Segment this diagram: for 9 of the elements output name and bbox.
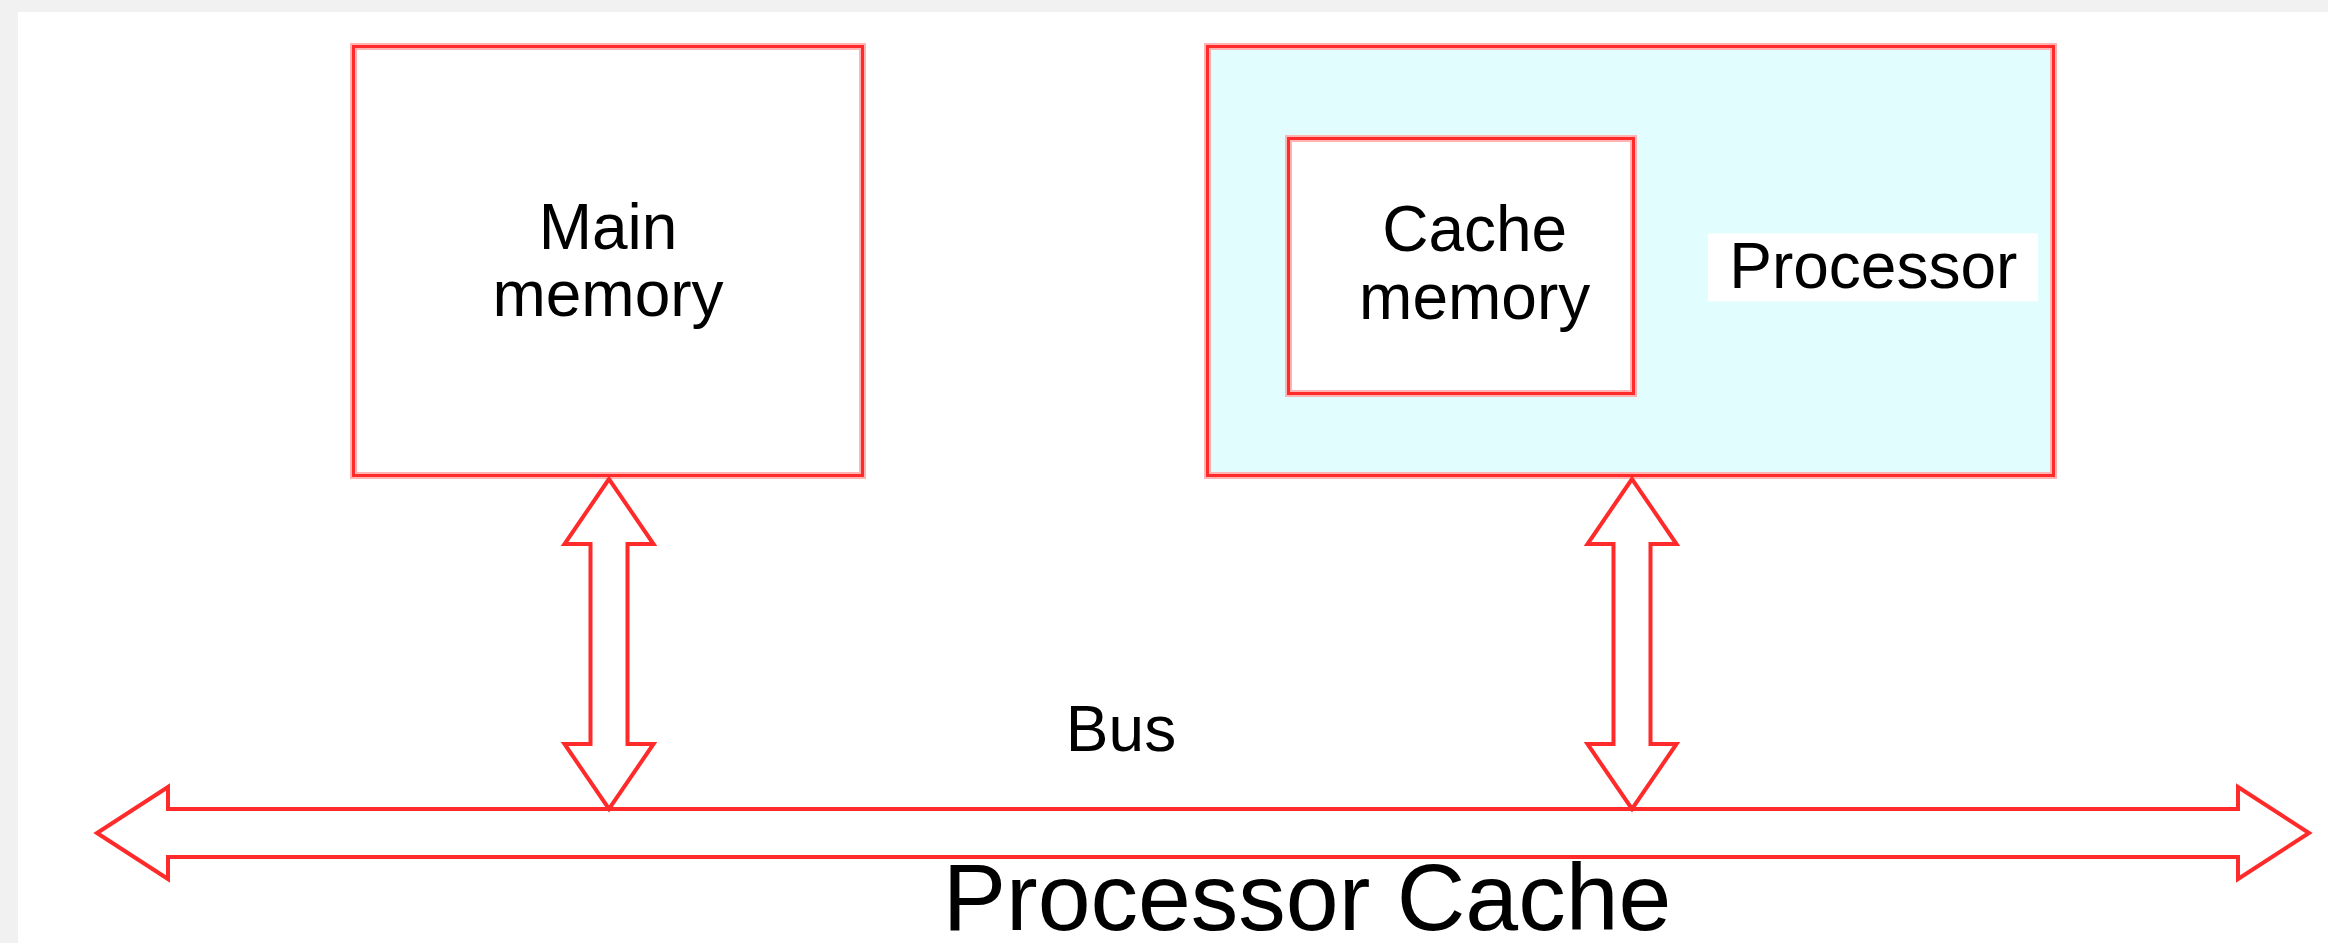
inner-box [1287, 137, 1635, 395]
double-arrow [560, 475, 658, 813]
double-arrow [1583, 475, 1681, 813]
node-label: Processor [1708, 233, 2039, 301]
node-label: Main memory [491, 193, 725, 329]
outer-box [1206, 45, 2055, 477]
bus-label: Bus [1065, 696, 1177, 764]
outer-box [352, 45, 864, 477]
caption: Processor Cache [942, 850, 1672, 943]
